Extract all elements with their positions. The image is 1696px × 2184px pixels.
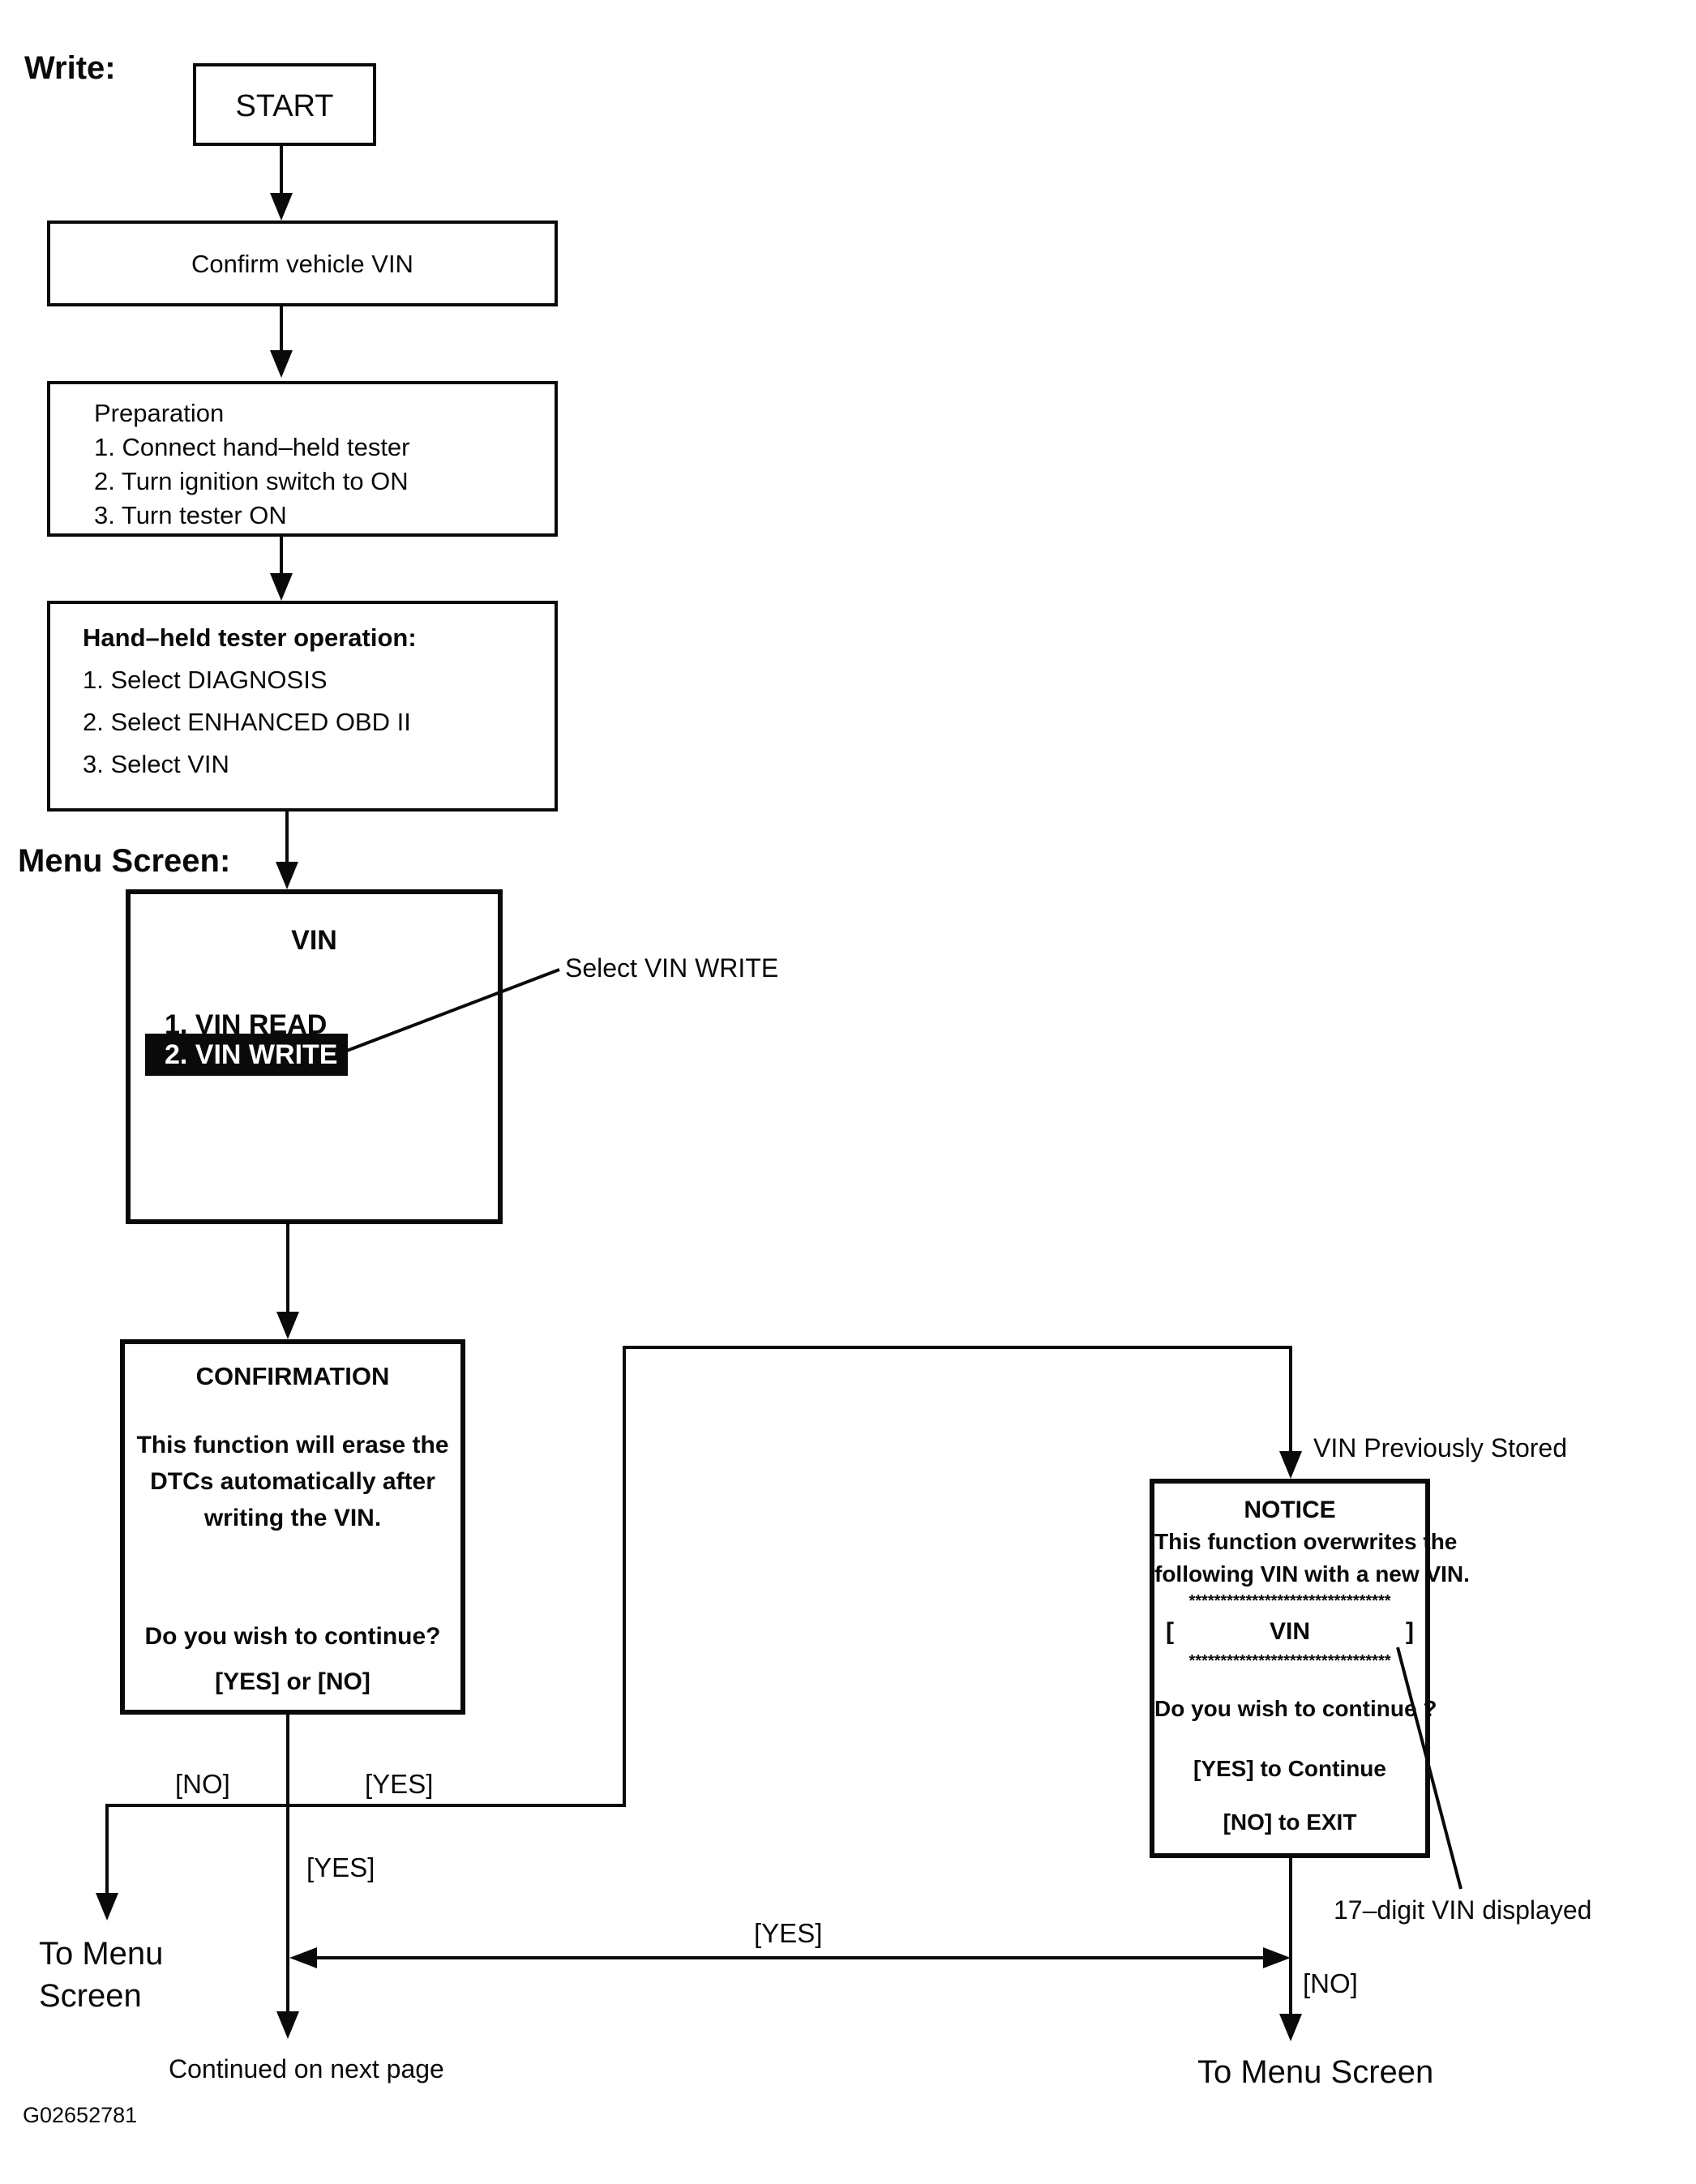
- continued-next-page-label: Continued on next page: [169, 2054, 444, 2083]
- notice-bracket-close: ]: [1405, 1618, 1414, 1645]
- notice-title: NOTICE: [1244, 1497, 1336, 1523]
- yes-long-head-right: [1263, 1947, 1291, 1968]
- yes-branch-line: [289, 1804, 626, 1807]
- write-section-label: Write:: [24, 50, 116, 86]
- no-branch-drop-line: [105, 1804, 109, 1896]
- notice-yes-line: [YES] to Continue: [1193, 1756, 1386, 1781]
- notice-bracket-open: [: [1166, 1618, 1174, 1645]
- arrow-prep-tester-line: [280, 537, 283, 576]
- yes-branch-label: [YES]: [365, 1769, 434, 1799]
- yes-long-head-left: [289, 1947, 317, 1968]
- vin-menu-title: VIN: [291, 925, 337, 956]
- confirmation-options: [YES] or [NO]: [215, 1668, 370, 1695]
- preparation-step-2: 2. Turn ignition switch to ON: [94, 467, 409, 495]
- tester-step-2: 2. Select ENHANCED OBD II: [83, 708, 411, 736]
- preparation-step-1: 1. Connect hand–held tester: [94, 433, 410, 461]
- confirmation-title: CONFIRMATION: [195, 1362, 390, 1390]
- arrow-prep-tester-head: [270, 573, 293, 601]
- vin-digits-callout: 17–digit VIN displayed: [1334, 1895, 1592, 1925]
- yes-branch-riser: [623, 1346, 626, 1807]
- notice-question: Do you wish to continue ?: [1154, 1696, 1437, 1721]
- confirmation-line-3: writing the VIN.: [203, 1505, 382, 1531]
- confirm-vin-box: Confirm vehicle VIN: [47, 221, 558, 306]
- notice-stars-top: ********************************: [1188, 1592, 1391, 1610]
- no-branch-label: [NO]: [175, 1769, 230, 1799]
- yes-down-label: [YES]: [306, 1852, 375, 1882]
- notice-entry-line: [1289, 1346, 1292, 1453]
- arrow-menu-confirmation-line: [286, 1224, 289, 1315]
- arrow-start-confirm-line: [280, 146, 283, 196]
- notice-line-2: following VIN with a new VIN.: [1154, 1561, 1470, 1587]
- tester-operation-box: Hand–held tester operation: 1. Select DI…: [47, 601, 558, 812]
- menu-screen-section-label: Menu Screen:: [18, 843, 231, 879]
- notice-exit-line: [1289, 1858, 1292, 2017]
- tester-step-1: 1. Select DIAGNOSIS: [83, 666, 328, 694]
- figure-id: G02652781: [23, 2103, 138, 2127]
- tester-operation-title: Hand–held tester operation:: [83, 623, 417, 652]
- arrow-menu-confirmation-head: [276, 1312, 299, 1339]
- vin-previously-stored-callout: VIN Previously Stored: [1313, 1433, 1568, 1462]
- preparation-box: Preparation 1. Connect hand–held tester …: [47, 381, 558, 537]
- notice-vin-bracket-row: [ VIN ]: [1166, 1618, 1414, 1646]
- to-menu-screen-left-line2: Screen: [39, 1978, 142, 2014]
- confirmation-box: CONFIRMATION This function will erase th…: [120, 1339, 465, 1715]
- start-box: START: [193, 63, 376, 146]
- notice-line-1: This function overwrites the: [1154, 1529, 1458, 1554]
- yes-branch-top-line: [623, 1346, 1292, 1349]
- arrow-confirm-prep-line: [280, 306, 283, 353]
- no-branch-line: [105, 1804, 289, 1807]
- no-branch-head: [96, 1893, 118, 1921]
- notice-entry-head: [1279, 1451, 1302, 1479]
- vin-menu-box: VIN 1. VIN READ 2. VIN WRITE: [126, 889, 503, 1224]
- tester-step-3: 3. Select VIN: [83, 750, 229, 778]
- vin-write-item: 2. VIN WRITE: [165, 1038, 338, 1070]
- to-menu-screen-right: To Menu Screen: [1197, 2054, 1434, 2090]
- start-label: START: [235, 89, 334, 123]
- arrow-tester-menu-line: [285, 812, 289, 865]
- to-menu-screen-left-line1: To Menu: [39, 1936, 164, 1972]
- confirmation-question: Do you wish to continue?: [144, 1623, 441, 1650]
- notice-box: NOTICE This function overwrites the foll…: [1150, 1479, 1470, 1858]
- continued-arrow-head: [276, 2011, 299, 2039]
- yes-long-line: [312, 1956, 1269, 1959]
- notice-no-label: [NO]: [1303, 1968, 1358, 1998]
- preparation-step-3: 3. Turn tester ON: [94, 501, 287, 529]
- preparation-title: Preparation: [94, 399, 225, 427]
- notice-exit-head: [1279, 2014, 1302, 2041]
- notice-stars-bottom: ********************************: [1188, 1652, 1391, 1670]
- confirmation-line-1: This function will erase the: [136, 1432, 449, 1458]
- arrow-confirm-prep-head: [270, 350, 293, 378]
- yes-long-label: [YES]: [754, 1918, 823, 1948]
- select-vin-write-callout: Select VIN WRITE: [565, 953, 779, 983]
- confirmation-exit-line: [286, 1715, 289, 2015]
- notice-no-line: [NO] to EXIT: [1223, 1809, 1357, 1835]
- arrow-tester-menu-head: [276, 862, 298, 889]
- arrow-start-confirm-head: [270, 193, 293, 221]
- confirmation-line-2: DTCs automatically after: [150, 1468, 435, 1495]
- confirm-vin-label: Confirm vehicle VIN: [191, 250, 413, 278]
- notice-vin-label: VIN: [1269, 1618, 1310, 1645]
- vin-write-item-highlight: 2. VIN WRITE: [145, 1034, 348, 1076]
